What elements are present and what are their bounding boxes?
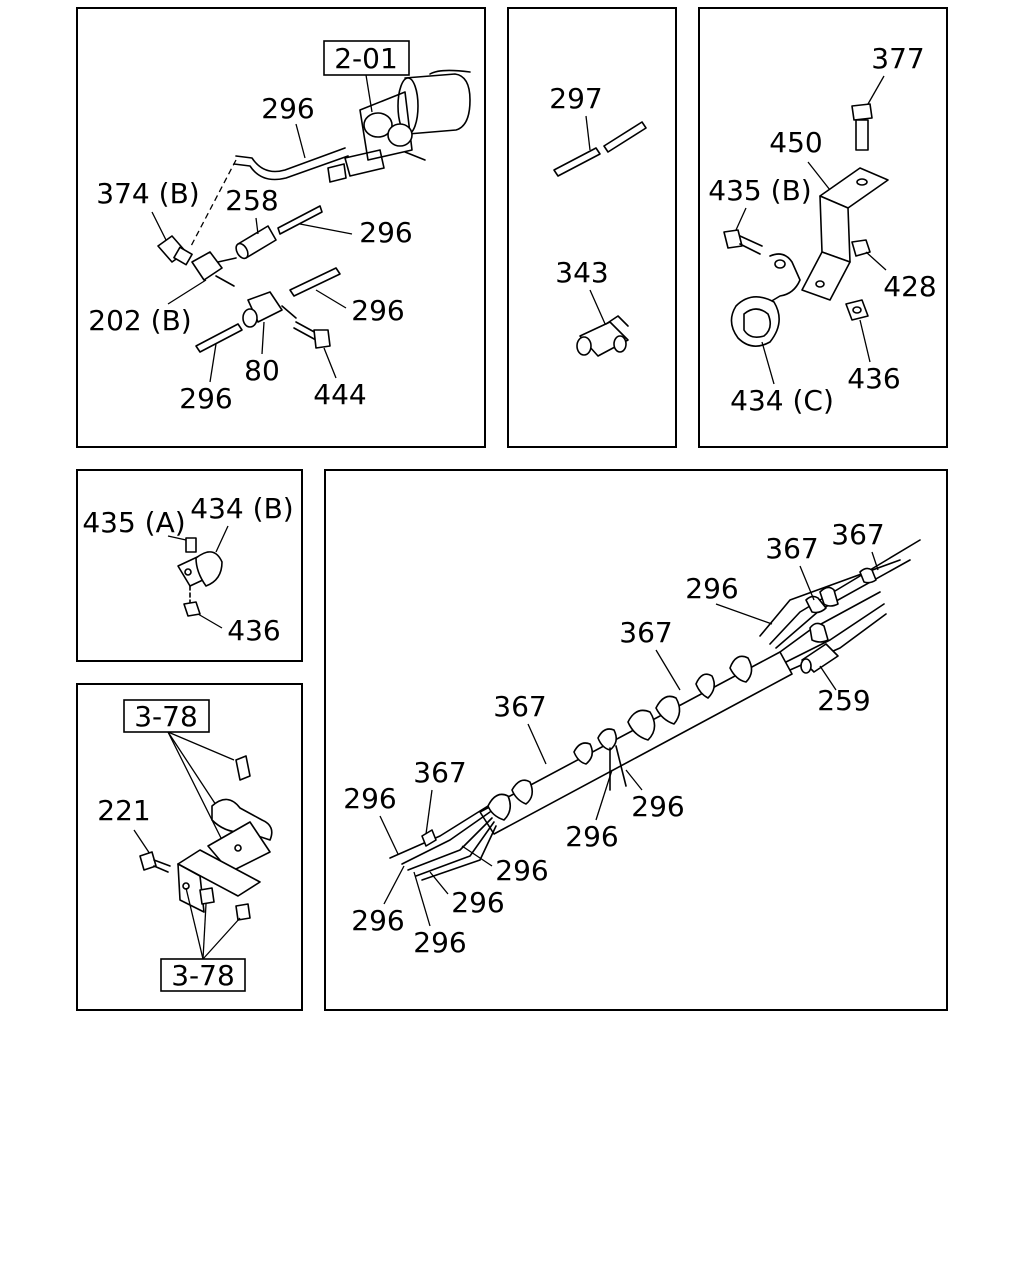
bolt-435b: [723, 229, 763, 255]
panel-frame: [76, 683, 303, 1011]
panel-pipe-tee: 297 343: [507, 7, 677, 448]
label-221: 221: [97, 794, 150, 827]
label-296-top: 296: [261, 92, 314, 125]
label-296-right: 296: [351, 294, 404, 327]
tee-fitting-80: [242, 291, 297, 328]
label-428: 428: [883, 270, 936, 303]
label-296-f4: 296: [565, 820, 618, 853]
label-374b: 374 (B): [96, 177, 199, 210]
bolt-444: [293, 321, 331, 349]
sleeve-258: [235, 225, 277, 260]
panel-frame: [324, 469, 948, 1011]
panel-frame: [507, 7, 677, 448]
nut-436-small: [183, 601, 201, 617]
label-367-5: 367: [413, 756, 466, 789]
label-296-bottom: 296: [179, 382, 232, 415]
nut-436: [845, 299, 869, 321]
reference-box-starter[interactable]: [323, 40, 410, 76]
starter-motor-drawing: [327, 69, 471, 183]
label-296-f3: 296: [631, 790, 684, 823]
label-367-3: 367: [619, 616, 672, 649]
label-202b: 202 (B): [88, 304, 191, 337]
panel-clip-bracket: 3-78 221 3-78: [76, 683, 303, 1011]
tee-343: [576, 315, 629, 357]
label-296-f8: 296: [413, 926, 466, 959]
label-296-f6: 296: [451, 886, 504, 919]
label-435b: 435 (B): [708, 174, 811, 207]
label-377: 377: [871, 42, 924, 75]
pipe-297: [553, 147, 601, 177]
label-259: 259: [817, 684, 870, 717]
label-434c: 434 (C): [730, 384, 834, 417]
reference-label-starter: 2-01: [334, 42, 398, 75]
panel-frame: [76, 7, 486, 448]
harness-drawing: [389, 539, 921, 881]
label-296-f1: 296: [685, 572, 738, 605]
label-296-f2: 296: [343, 782, 396, 815]
label-296-f5: 296: [495, 854, 548, 887]
bracket-450: [801, 167, 889, 301]
label-367-2: 367: [765, 532, 818, 565]
nut-428: [851, 239, 871, 257]
label-444: 444: [313, 378, 366, 411]
panel-frame: [76, 469, 303, 662]
reference-label-clip-top: 3-78: [134, 700, 198, 733]
label-343: 343: [555, 256, 608, 289]
label-258: 258: [225, 184, 278, 217]
panel-frame: [698, 7, 948, 448]
connector-202b: [191, 251, 237, 287]
bolt-377: [851, 103, 873, 151]
bolt-221: [139, 851, 171, 873]
reference-box-clip-top[interactable]: [123, 699, 210, 733]
label-297: 297: [549, 82, 602, 115]
label-450: 450: [769, 126, 822, 159]
panel-bracket-clip: 377 450 435 (B) 428: [698, 7, 948, 448]
panel-starter-pipes: 2-01 296 374 (B): [76, 7, 486, 448]
label-296-f7: 296: [351, 904, 404, 937]
label-435a: 435 (A): [82, 506, 185, 539]
label-80: 80: [244, 354, 280, 387]
label-367-4: 367: [493, 690, 546, 723]
reference-box-clip-bottom[interactable]: [160, 958, 246, 992]
clip-434c: [730, 253, 801, 347]
label-296-mid: 296: [359, 216, 412, 249]
label-436-small: 436: [227, 614, 280, 647]
label-436: 436: [847, 362, 900, 395]
label-434b: 434 (B): [190, 492, 293, 525]
panel-small-clip: 435 (A) 434 (B) 436: [76, 469, 303, 662]
label-367-1: 367: [831, 518, 884, 551]
bracket-clip-drawing: [177, 755, 273, 921]
panel-wiring-harness: 367 367 296 367 259 367 367 296 296 296 …: [324, 469, 948, 1011]
reference-label-clip-bottom: 3-78: [171, 959, 235, 992]
clip-434b: [177, 537, 223, 587]
fitting-374b: [157, 235, 193, 266]
